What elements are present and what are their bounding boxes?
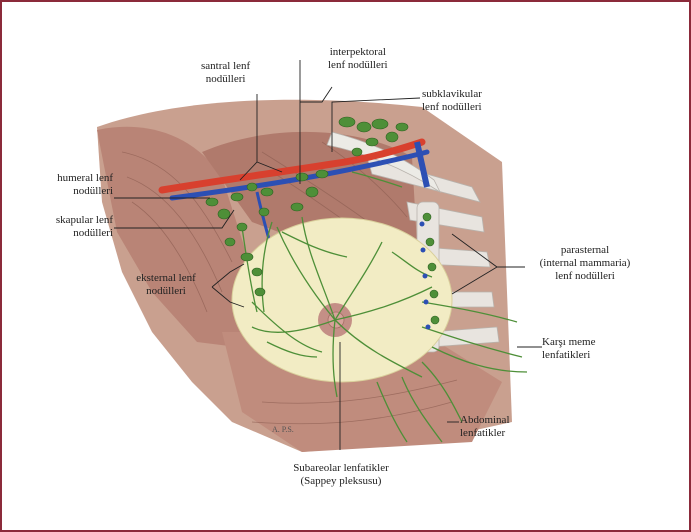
label-parasternal-lymph-nodes: parasternal(internal mammaria)lenf nodül… (524, 244, 646, 283)
artist-signature: A. P.S. (272, 425, 294, 434)
label-subareolar-lymphatics: Subareolar lenfatikler(Sappey pleksusu) (270, 462, 412, 488)
breast (232, 218, 452, 382)
